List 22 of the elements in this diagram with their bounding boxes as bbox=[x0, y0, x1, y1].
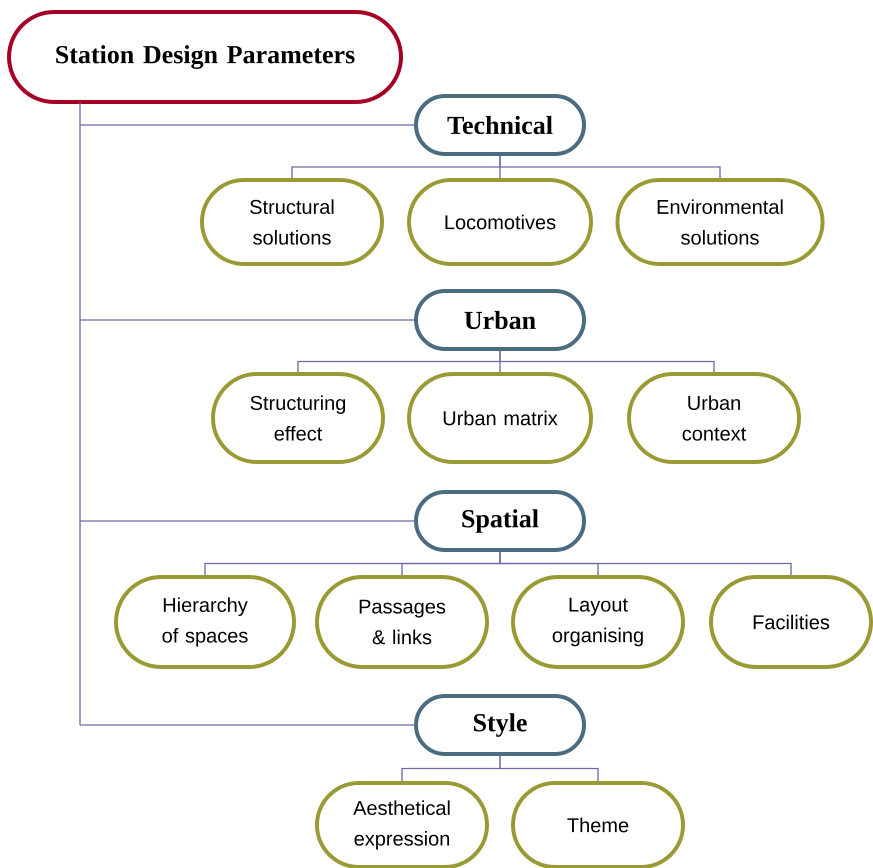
connector-line bbox=[499, 351, 715, 372]
parameter-box: Structural solutions bbox=[200, 178, 384, 266]
parameter-box: Urban context bbox=[627, 372, 802, 464]
connector-line bbox=[499, 756, 599, 781]
parameter-box: Environmental solutions bbox=[615, 178, 825, 266]
category-box: Technical bbox=[414, 94, 586, 156]
parameter-box: Passages & links bbox=[315, 575, 489, 669]
connector-line bbox=[79, 102, 414, 726]
connector-line bbox=[499, 552, 792, 575]
title-box: Station Design Parameters bbox=[7, 10, 403, 104]
category-box: Style bbox=[414, 694, 586, 756]
connector-line bbox=[499, 156, 721, 178]
category-box: Urban bbox=[414, 289, 586, 351]
parameter-box: Layout organising bbox=[511, 575, 685, 669]
parameter-box: Structuring effect bbox=[211, 372, 385, 464]
parameter-box: Locomotives bbox=[407, 178, 593, 266]
parameter-box: Aesthetical expression bbox=[315, 781, 489, 868]
parameter-box: Hierarchy of spaces bbox=[114, 575, 296, 669]
parameter-box: Facilities bbox=[709, 575, 873, 669]
category-box: Spatial bbox=[414, 490, 586, 552]
parameter-box: Urban matrix bbox=[407, 372, 593, 464]
parameter-box: Theme bbox=[511, 781, 685, 868]
